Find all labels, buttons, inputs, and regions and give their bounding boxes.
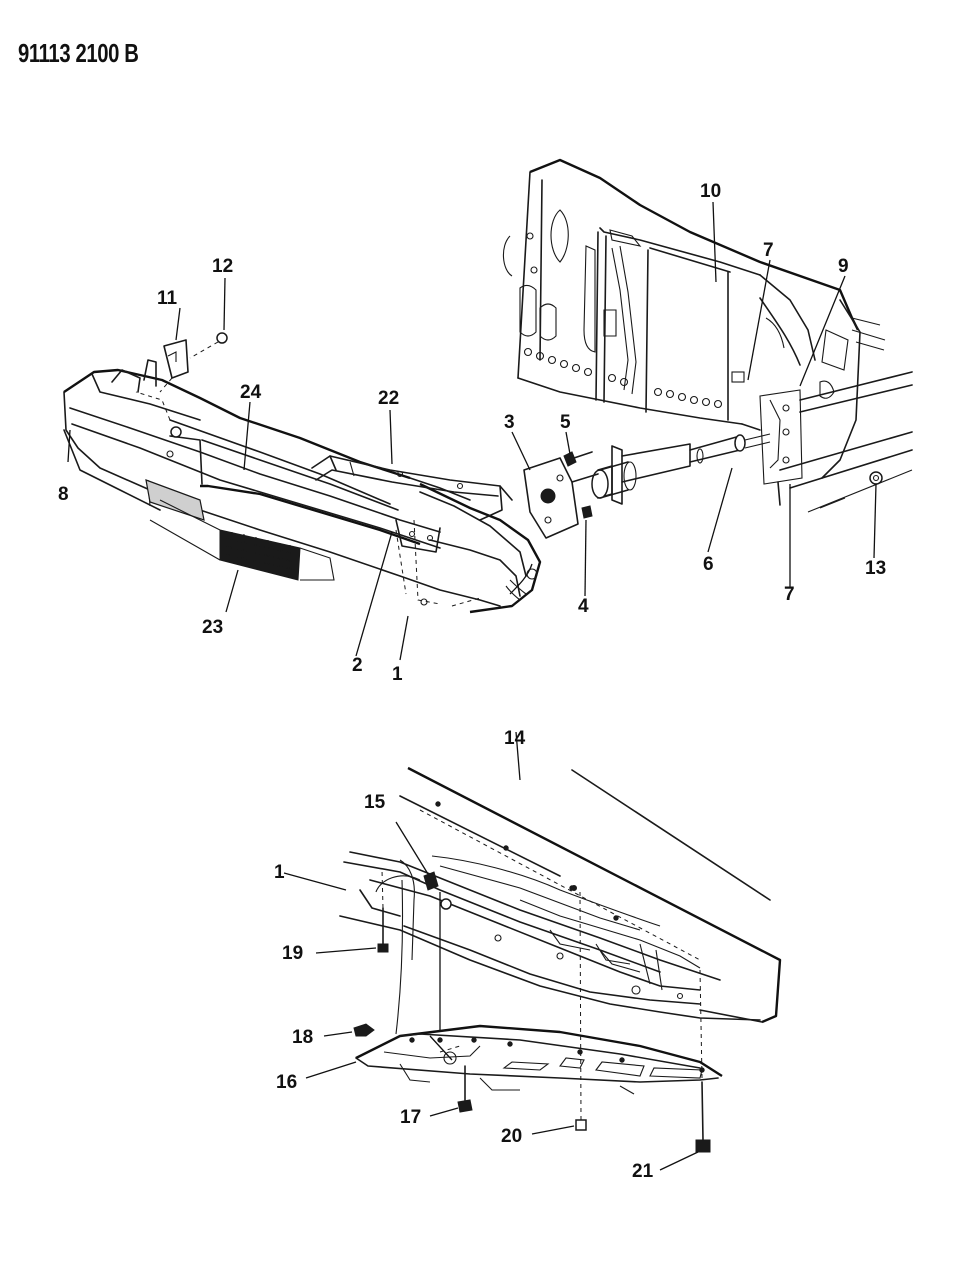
- bumper-lower-view: [339, 851, 761, 1021]
- hood-panel: [399, 731, 782, 1024]
- callout-20: 20: [501, 1126, 522, 1147]
- bolt-5: [563, 451, 593, 467]
- callout-labels: 2 1 3 4 5 6 7 7 8 9 10 11 12 13 14 15 1 …: [58, 181, 886, 1182]
- callout-1-lower: 1: [274, 862, 285, 883]
- callout-19: 19: [282, 943, 303, 964]
- callout-21: 21: [632, 1161, 654, 1182]
- callout-9: 9: [838, 256, 849, 277]
- callout-2: 2: [352, 655, 363, 676]
- callout-13: 13: [865, 558, 886, 579]
- bolt-21: [695, 969, 711, 1153]
- callout-15: 15: [364, 792, 386, 813]
- lower-grille: [145, 479, 335, 581]
- bolt-17: [457, 1065, 473, 1113]
- panel-holes: [523, 232, 723, 409]
- bolt-20: [571, 885, 587, 1131]
- radiator-support-panel: [502, 158, 913, 513]
- callout-22: 22: [378, 388, 399, 409]
- callout-16: 16: [276, 1072, 297, 1093]
- absorber-bracket: [523, 457, 599, 539]
- nut-13: [869, 471, 883, 485]
- front-bumper-assembly: [63, 359, 542, 614]
- callout-12: 12: [212, 256, 233, 277]
- nut-4: [581, 505, 593, 519]
- callout-18: 18: [292, 1027, 313, 1048]
- callout-11: 11: [157, 288, 178, 309]
- screw-12: [189, 332, 228, 359]
- callout-7-top: 7: [763, 240, 774, 261]
- callout-3: 3: [504, 412, 515, 433]
- callout-6: 6: [703, 554, 714, 575]
- callout-8: 8: [58, 484, 69, 505]
- callout-10: 10: [700, 181, 721, 202]
- bumper-top-cover: [311, 455, 513, 521]
- leader-lines-lower: [283, 872, 699, 1171]
- callout-14: 14: [504, 728, 526, 749]
- callout-24: 24: [240, 382, 262, 403]
- energy-absorber: [591, 433, 771, 505]
- callout-4: 4: [578, 596, 589, 617]
- clip-18: [353, 1023, 375, 1037]
- callout-7-bottom: 7: [784, 584, 795, 605]
- callout-17: 17: [400, 1107, 421, 1128]
- document-code: 91113 2100 B: [18, 38, 139, 68]
- callout-1: 1: [392, 664, 403, 685]
- callout-5: 5: [560, 412, 571, 433]
- leader-lines-upper: [67, 201, 877, 661]
- bolt-19: [377, 869, 389, 953]
- clip-15: [395, 821, 441, 1030]
- callout-23: 23: [202, 617, 223, 638]
- splash-shield: [355, 879, 723, 1095]
- license-bracket: [159, 339, 189, 393]
